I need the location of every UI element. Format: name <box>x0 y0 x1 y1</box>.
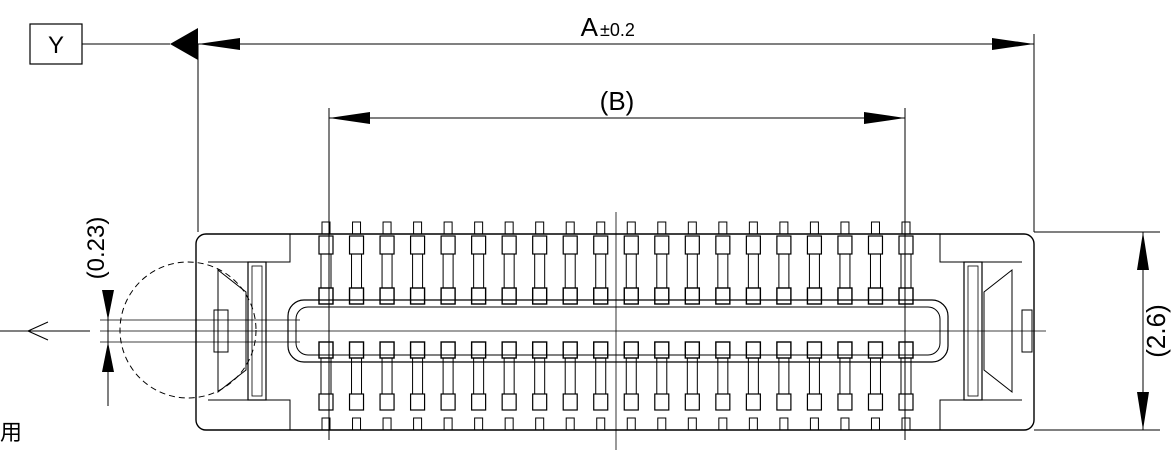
dim-height-label: (2.6) <box>1141 304 1171 357</box>
dim-offset-label: (0.23) <box>83 217 110 280</box>
connector-pin <box>501 221 517 431</box>
connector-pin <box>806 221 823 431</box>
connector-pin <box>898 221 914 431</box>
dim-b-label: (B) <box>600 86 635 116</box>
connector-housing <box>195 233 1035 431</box>
connector-pin <box>623 221 639 431</box>
dim-a-tolerance: ±0.2 <box>600 20 635 40</box>
detail-circle <box>119 261 257 399</box>
pin-array <box>318 221 914 431</box>
connector-pin <box>379 221 395 431</box>
connector-pin <box>593 221 609 431</box>
connector-pin <box>654 221 670 431</box>
connector-pin <box>684 221 701 431</box>
edge-note: 用 <box>0 420 22 445</box>
dimension-b: (B) <box>328 86 906 440</box>
connector-pin <box>715 221 731 431</box>
connector-pin <box>318 221 334 431</box>
centerline <box>0 212 1046 450</box>
dimension-offset: (0.23) <box>83 217 300 406</box>
dimension-height: (2.6) <box>1034 231 1171 431</box>
dimension-a: A ±0.2 <box>197 12 1035 232</box>
connector-pin <box>867 221 884 431</box>
connector-pin <box>470 221 487 431</box>
connector-pin <box>837 221 853 431</box>
connector-pin <box>745 221 762 431</box>
datum-label: Y <box>48 32 64 59</box>
connector-pin <box>348 221 365 431</box>
connector-pin <box>776 221 792 431</box>
connector-pin <box>409 221 426 431</box>
connector-pin <box>440 221 456 431</box>
datum-triangle <box>170 28 198 60</box>
dim-a-label: A <box>581 12 599 42</box>
datum-y-callout: Y <box>29 23 198 65</box>
connector-pin <box>562 221 578 431</box>
connector-pin <box>531 221 548 431</box>
